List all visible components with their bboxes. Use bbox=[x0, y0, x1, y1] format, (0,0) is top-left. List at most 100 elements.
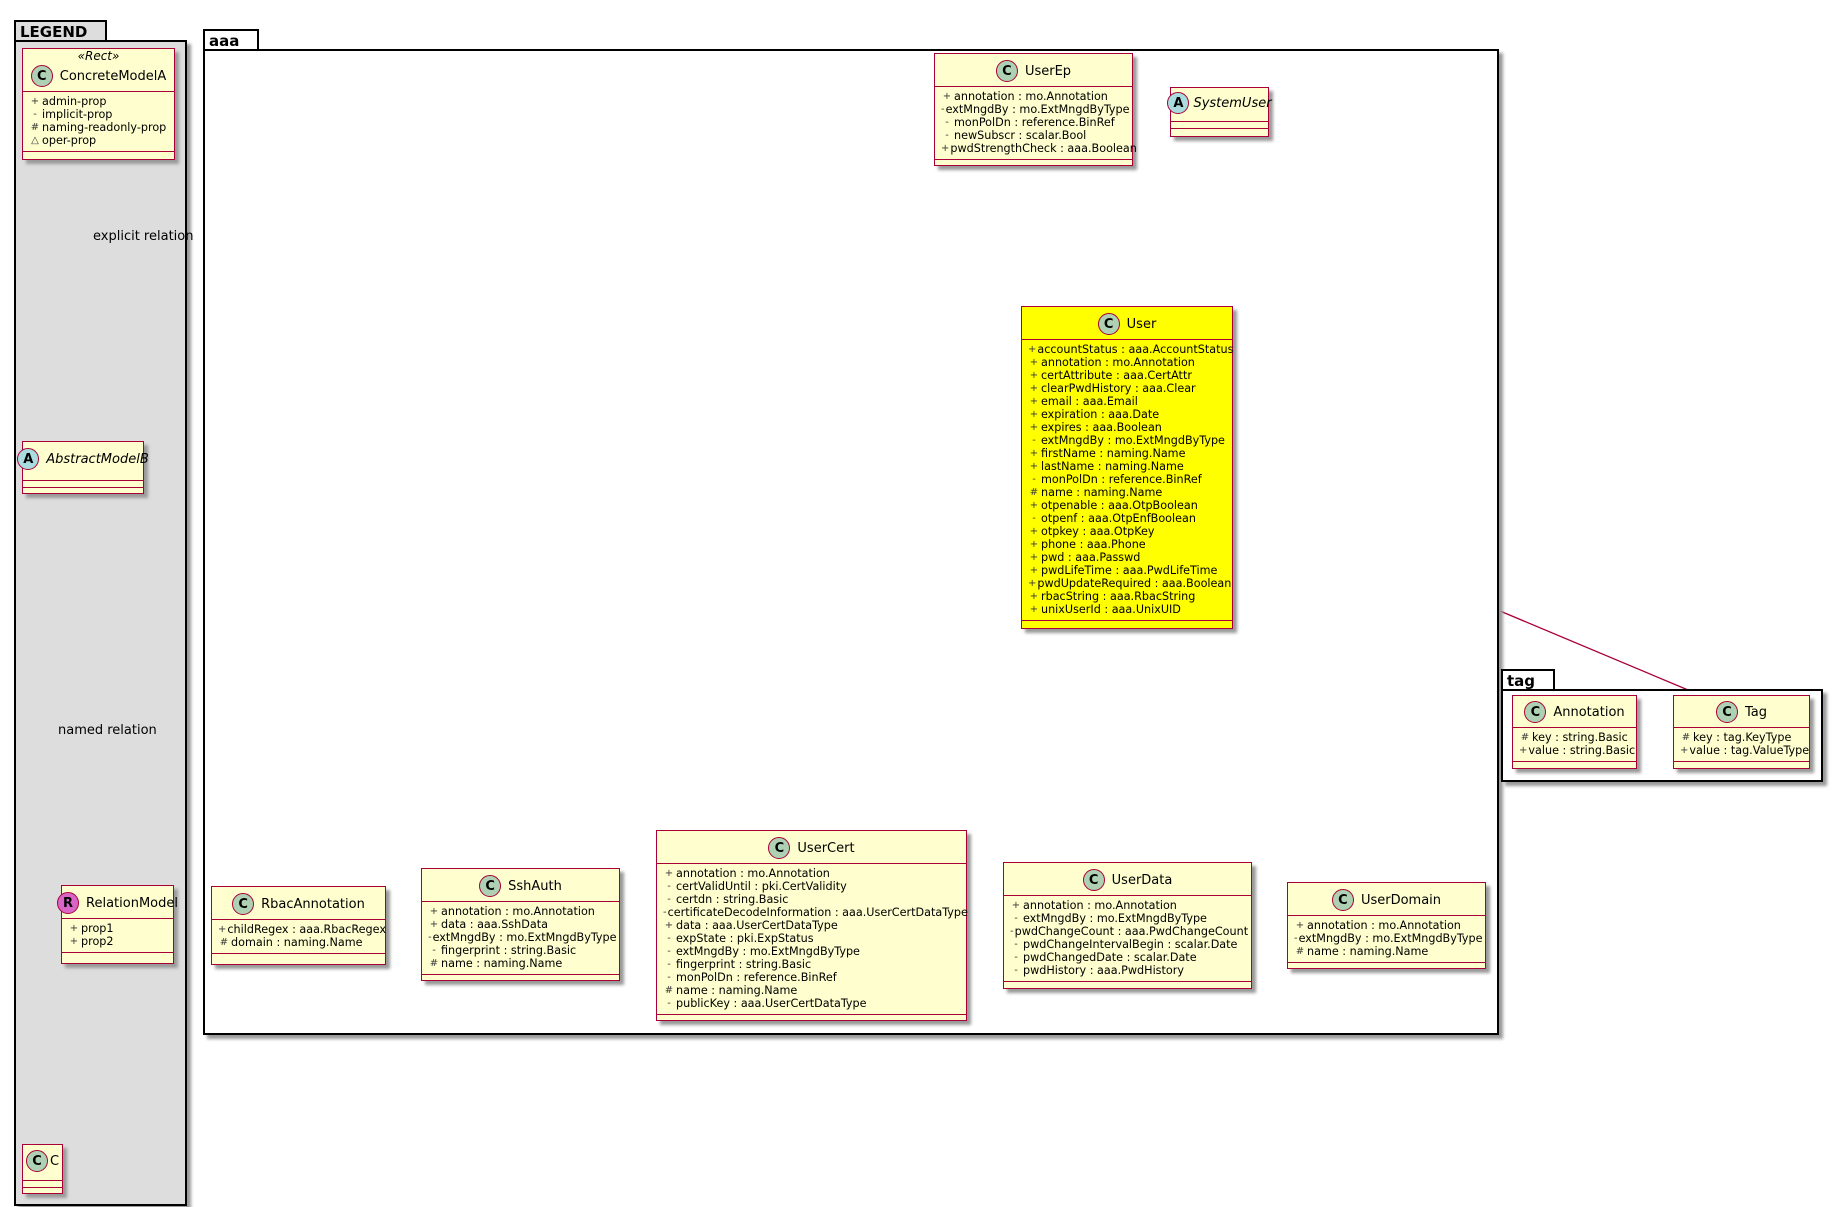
class-name: C bbox=[49, 1153, 60, 1169]
class-attribute: +lastName : naming.Name bbox=[1028, 460, 1226, 473]
attribute-text: lastName : naming.Name bbox=[1041, 460, 1184, 473]
attribute-text: name : naming.Name bbox=[1307, 945, 1429, 958]
class-attribute: -extMngdBy : mo.ExtMngdByType bbox=[428, 931, 617, 944]
visibility-marker: - bbox=[33, 109, 37, 120]
attribute-text: monPolDn : reference.BinRef bbox=[1041, 473, 1202, 486]
attribute-text: phone : aaa.Phone bbox=[1041, 538, 1146, 551]
sshauth-class[interactable]: C SshAuth +annotation : mo.Annotation+da… bbox=[421, 868, 620, 981]
tag-package-title: tag bbox=[1501, 669, 1556, 690]
class-attribute: -monPolDn : reference.BinRef bbox=[1028, 473, 1226, 486]
attribute-text: pwdStrengthCheck : aaa.Boolean bbox=[950, 142, 1137, 155]
class-attribute: +annotation : mo.Annotation bbox=[663, 867, 960, 880]
named-relation-label: named relation bbox=[58, 723, 157, 738]
visibility-marker: + bbox=[429, 906, 439, 917]
attribute-text: monPolDn : reference.BinRef bbox=[954, 116, 1115, 129]
userdomain-class[interactable]: C UserDomain +annotation : mo.Annotation… bbox=[1287, 882, 1486, 969]
visibility-marker: - bbox=[1032, 435, 1036, 446]
visibility-marker: + bbox=[1029, 604, 1039, 615]
visibility-marker: + bbox=[1029, 591, 1039, 602]
class-attribute: +pwdStrengthCheck : aaa.Boolean bbox=[941, 142, 1137, 155]
class-attribute: +data : aaa.SshData bbox=[428, 918, 613, 931]
class-c-icon: C bbox=[30, 65, 53, 87]
legend-concrete-model-class[interactable]: «Rect» C ConcreteModelA +admin-prop-impl… bbox=[22, 48, 175, 160]
attribute-list: +accountStatus : aaa.AccountStatus+annot… bbox=[1022, 340, 1234, 620]
attribute-text: pwdChangeIntervalBegin : scalar.Date bbox=[1023, 938, 1238, 951]
attribute-text: extMngdBy : mo.ExtMngdByType bbox=[945, 103, 1130, 116]
class-attribute: -fingerprint : string.Basic bbox=[428, 944, 613, 957]
visibility-marker: - bbox=[667, 946, 671, 957]
attribute-text: expiration : aaa.Date bbox=[1041, 408, 1160, 421]
legend-c-class[interactable]: C C bbox=[22, 1144, 63, 1194]
visibility-marker: # bbox=[1681, 732, 1691, 743]
class-name: ConcreteModelA bbox=[59, 68, 167, 84]
attribute-text: extMngdBy : mo.ExtMngdByType bbox=[676, 945, 860, 958]
attribute-text: accountStatus : aaa.AccountStatus bbox=[1037, 343, 1234, 356]
attribute-text: name : naming.Name bbox=[676, 984, 798, 997]
visibility-marker: + bbox=[1295, 920, 1305, 931]
attribute-text: pwdLifeTime : aaa.PwdLifeTime bbox=[1041, 564, 1218, 577]
userdata-class[interactable]: C UserData +annotation : mo.Annotation-e… bbox=[1003, 862, 1252, 989]
legend-abstract-model-class[interactable]: A AbstractModelB bbox=[17, 441, 149, 494]
rbacannotation-class[interactable]: C RbacAnnotation +childRegex : aaa.RbacR… bbox=[211, 886, 386, 965]
class-attribute: +data : aaa.UserCertDataType bbox=[663, 919, 960, 932]
visibility-marker: + bbox=[30, 96, 40, 107]
class-a-icon: A bbox=[1167, 92, 1190, 114]
visibility-marker: + bbox=[1029, 370, 1039, 381]
class-name: UserData bbox=[1111, 872, 1173, 888]
visibility-marker: # bbox=[219, 937, 229, 948]
class-attribute: +expires : aaa.Boolean bbox=[1028, 421, 1226, 434]
attribute-list: +annotation : mo.Annotation-extMngdBy : … bbox=[935, 87, 1137, 159]
visibility-marker: + bbox=[1029, 448, 1039, 459]
attribute-text: certdn : string.Basic bbox=[676, 893, 789, 906]
class-attribute: -pwdChangeIntervalBegin : scalar.Date bbox=[1010, 938, 1245, 951]
attribute-text: extMngdBy : mo.ExtMngdByType bbox=[432, 931, 617, 944]
visibility-marker: + bbox=[1029, 565, 1039, 576]
class-attribute: -monPolDn : reference.BinRef bbox=[941, 116, 1126, 129]
visibility-marker: - bbox=[663, 907, 667, 918]
systemuser-class[interactable]: A SystemUser bbox=[1167, 87, 1272, 137]
visibility-marker: △ bbox=[31, 135, 39, 146]
legend-relation-model-class[interactable]: R RelationModel +prop1+prop2 bbox=[57, 885, 178, 964]
visibility-marker: + bbox=[429, 919, 439, 930]
class-attribute: +value : string.Basic bbox=[1519, 744, 1635, 757]
class-name: RelationModel bbox=[86, 895, 178, 911]
attribute-text: otpenable : aaa.OtpBoolean bbox=[1041, 499, 1198, 512]
explicit-relation-label: explicit relation bbox=[93, 229, 194, 244]
visibility-marker: - bbox=[945, 130, 949, 141]
class-r-icon: R bbox=[57, 892, 80, 914]
class-c-icon: C bbox=[1524, 701, 1547, 723]
tag-class[interactable]: C Tag #key : tag.KeyType+value : tag.Val… bbox=[1673, 695, 1810, 769]
visibility-marker: - bbox=[1014, 965, 1018, 976]
attribute-text: pwdHistory : aaa.PwdHistory bbox=[1023, 964, 1184, 977]
attribute-text: extMngdBy : mo.ExtMngdByType bbox=[1023, 912, 1207, 925]
visibility-marker: + bbox=[1029, 526, 1039, 537]
user-class[interactable]: C User +accountStatus : aaa.AccountStatu… bbox=[1021, 306, 1233, 629]
class-attribute: -extMngdBy : mo.ExtMngdByType bbox=[1010, 912, 1245, 925]
attribute-text: prop2 bbox=[81, 935, 114, 948]
visibility-marker: - bbox=[667, 959, 671, 970]
class-attribute: +prop2 bbox=[68, 935, 167, 948]
class-attribute: +certAttribute : aaa.CertAttr bbox=[1028, 369, 1226, 382]
class-attribute: +clearPwdHistory : aaa.Clear bbox=[1028, 382, 1226, 395]
class-attribute: #domain : naming.Name bbox=[218, 936, 379, 949]
annotation-class[interactable]: C Annotation #key : string.Basic+value :… bbox=[1512, 695, 1637, 769]
class-c-icon: C bbox=[1097, 313, 1120, 335]
class-attribute: -otpenf : aaa.OtpEnfBoolean bbox=[1028, 512, 1226, 525]
class-attribute: -fingerprint : string.Basic bbox=[663, 958, 960, 971]
attribute-text: fingerprint : string.Basic bbox=[441, 944, 577, 957]
class-attribute: +phone : aaa.Phone bbox=[1028, 538, 1226, 551]
attribute-text: annotation : mo.Annotation bbox=[1041, 356, 1195, 369]
visibility-marker: - bbox=[941, 104, 945, 115]
attribute-text: email : aaa.Email bbox=[1041, 395, 1138, 408]
attribute-text: extMngdBy : mo.ExtMngdByType bbox=[1041, 434, 1225, 447]
class-c-icon: C bbox=[1715, 701, 1738, 723]
attribute-text: pwdUpdateRequired : aaa.Boolean bbox=[1037, 577, 1232, 590]
visibility-marker: # bbox=[429, 958, 439, 969]
attribute-text: monPolDn : reference.BinRef bbox=[676, 971, 837, 984]
attribute-text: expires : aaa.Boolean bbox=[1041, 421, 1162, 434]
userep-class[interactable]: C UserEp +annotation : mo.Annotation-ext… bbox=[934, 53, 1137, 166]
class-attribute: -certValidUntil : pki.CertValidity bbox=[663, 880, 960, 893]
attribute-text: firstName : naming.Name bbox=[1041, 447, 1186, 460]
class-attribute: -extMngdBy : mo.ExtMngdByType bbox=[663, 945, 960, 958]
usercert-class[interactable]: C UserCert +annotation : mo.Annotation-c… bbox=[656, 830, 968, 1021]
